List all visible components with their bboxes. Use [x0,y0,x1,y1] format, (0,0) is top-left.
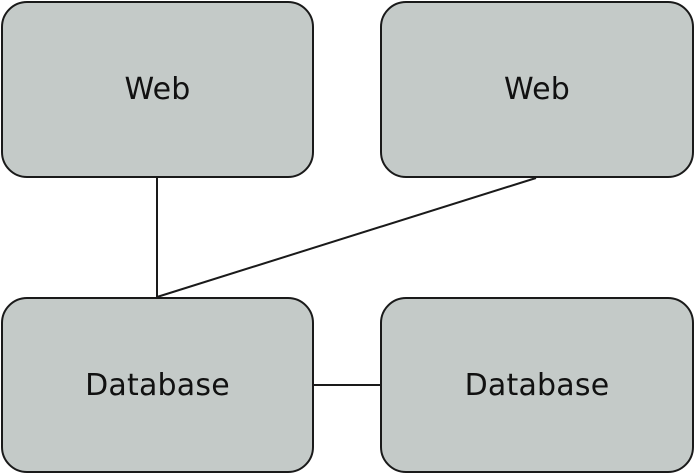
database-node-1: Database [1,297,314,473]
connector-web-2-to-database-1 [156,177,537,298]
web-server-node-2: Web [380,1,694,178]
web-server-node-1-label: Web [124,72,191,107]
web-server-node-1: Web [1,1,314,178]
database-node-1-label: Database [85,367,230,403]
database-node-2-label: Database [464,367,610,403]
database-node-2: Database [380,297,694,473]
web-server-node-2-label: Web [503,72,570,107]
